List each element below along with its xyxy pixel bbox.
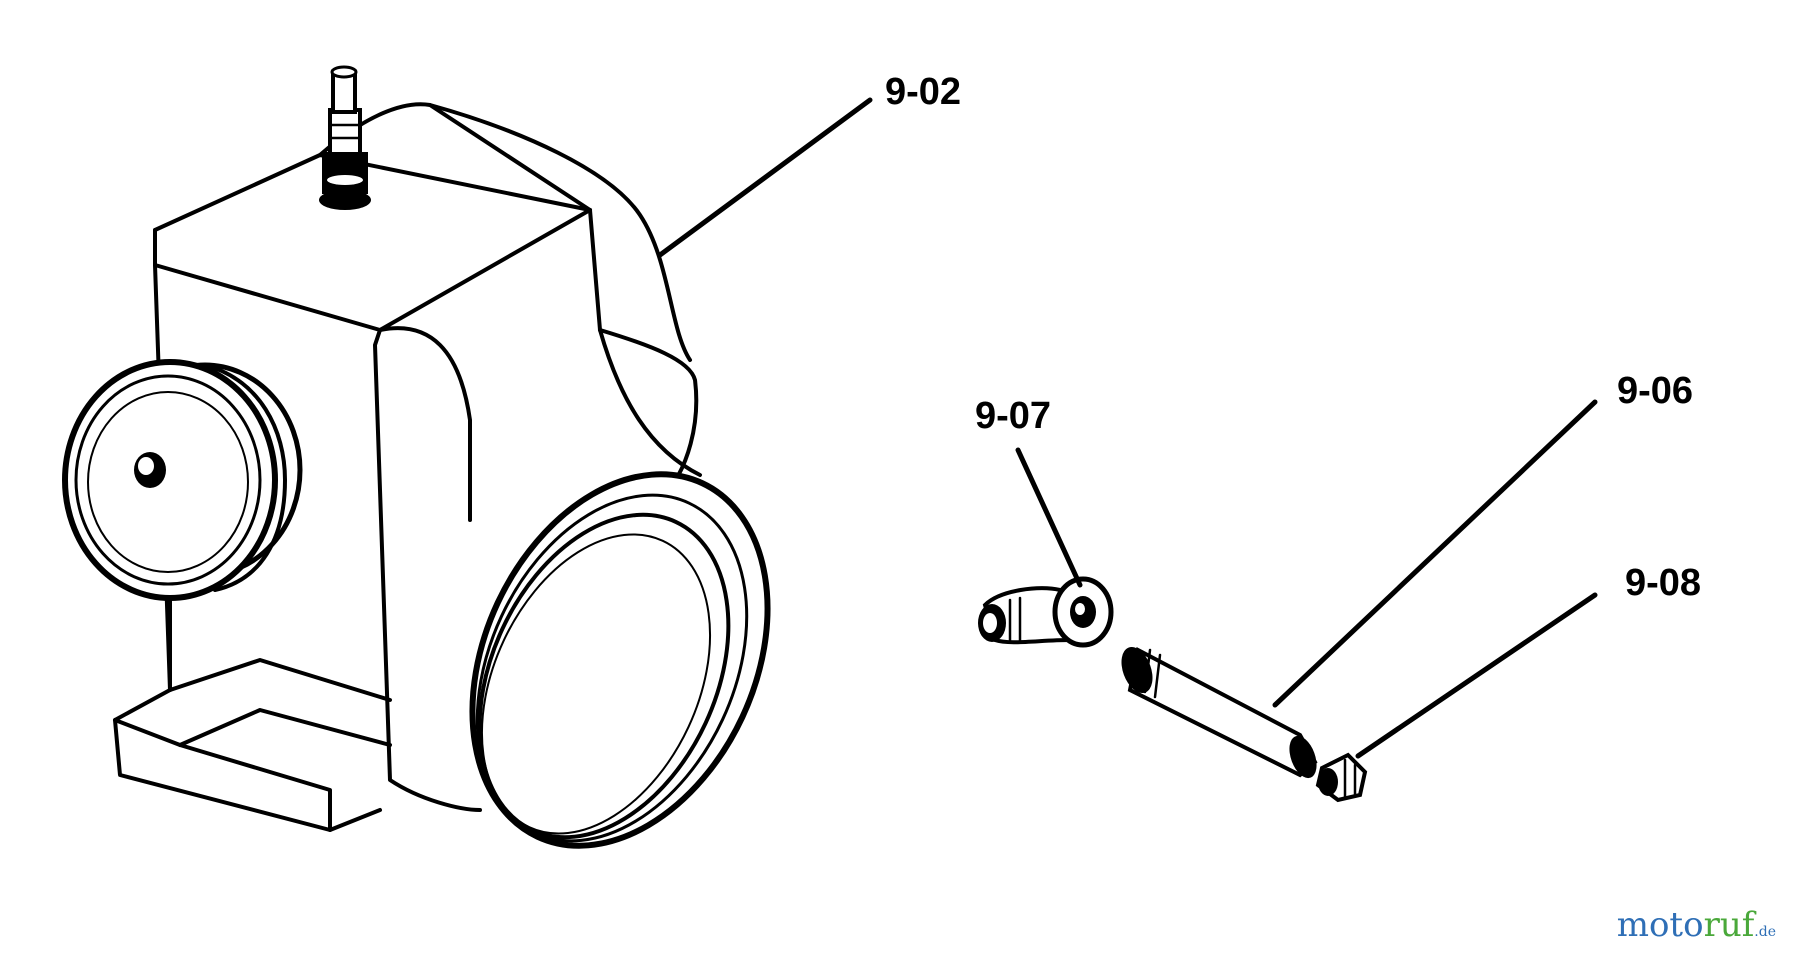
elbow-fitting — [978, 576, 1114, 648]
leader-line-9-07 — [1015, 447, 1083, 588]
watermark-logo: motoruf.de — [1617, 905, 1776, 945]
watermark-suffix: .de — [1754, 924, 1776, 940]
leader-line-9-02 — [657, 97, 873, 258]
input-pulley — [62, 359, 303, 601]
pipe-nipple — [1121, 646, 1318, 779]
part-label-9-06: 9-06 — [1617, 370, 1693, 412]
side-cover — [469, 471, 771, 849]
part-label-9-07: 9-07 — [975, 395, 1051, 437]
leader-line-9-08 — [1355, 592, 1598, 759]
part-label-9-08: 9-08 — [1625, 562, 1701, 604]
pipe-plug — [1315, 752, 1368, 803]
leader-line-9-06 — [1272, 399, 1598, 708]
watermark-mo: moto — [1616, 905, 1704, 945]
watermark-ruf: ruf — [1703, 905, 1755, 945]
part-label-9-02: 9-02 — [885, 71, 961, 113]
breather-fitting — [319, 65, 371, 210]
